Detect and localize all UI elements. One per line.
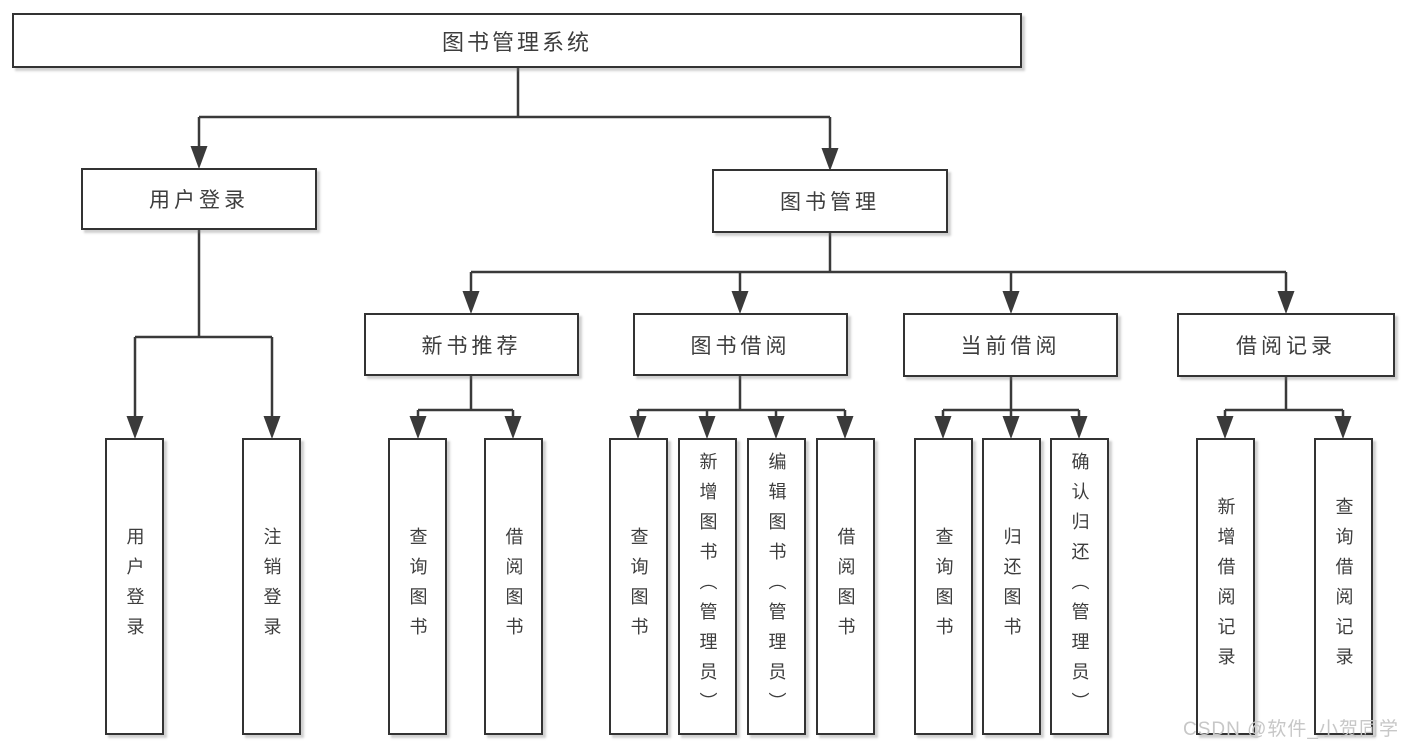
node-label: 借阅记录 [1236, 335, 1336, 358]
node-current-borrowing: 当前借阅 [903, 313, 1118, 377]
node-label: 图书管理系统 [441, 29, 592, 55]
node-borrowing-records: 借阅记录 [1177, 313, 1395, 377]
node-book-borrowing: 图书借阅 [633, 313, 848, 376]
leaf-user-login: 用户登录 [105, 438, 164, 735]
leaf-confirm-return-admin: 确认归还（管理员） [1050, 438, 1109, 735]
leaf-borrow-books: 借阅图书 [816, 438, 875, 735]
leaf-query-borrow-record: 查询借阅记录 [1314, 438, 1373, 735]
leaf-query-books: 查询图书 [914, 438, 973, 735]
node-label: 编辑图书（管理员） [766, 451, 787, 722]
leaf-query-books: 查询图书 [609, 438, 668, 735]
node-label: 查询借阅记录 [1333, 496, 1354, 677]
node-library-management-system: 图书管理系统 [12, 13, 1022, 68]
node-label: 归还图书 [1001, 526, 1022, 647]
node-label: 图书借阅 [690, 334, 791, 358]
node-label: 借阅图书 [835, 526, 856, 647]
node-label: 用户登录 [124, 526, 145, 647]
connector-shafts [133, 68, 1345, 433]
node-label: 查询图书 [407, 526, 428, 647]
node-label: 当前借阅 [960, 335, 1061, 358]
node-label: 查询图书 [628, 526, 649, 647]
node-label: 新增借阅记录 [1215, 496, 1236, 677]
leaf-edit-book-admin: 编辑图书（管理员） [747, 438, 806, 735]
leaf-borrow-books: 借阅图书 [484, 438, 543, 735]
node-label: 确认归还（管理员） [1069, 451, 1090, 722]
leaf-return-books: 归还图书 [982, 438, 1041, 735]
leaf-add-borrow-record: 新增借阅记录 [1196, 438, 1255, 735]
node-label: 用户登录 [149, 189, 249, 212]
node-label: 注销登录 [261, 526, 282, 647]
node-book-management-branch: 图书管理 [712, 169, 948, 233]
node-label: 新书推荐 [421, 334, 522, 358]
node-user-login-branch: 用户登录 [81, 168, 317, 230]
leaf-query-books: 查询图书 [388, 438, 447, 735]
node-label: 图书管理 [780, 191, 880, 214]
node-label: 查询图书 [933, 526, 954, 647]
leaf-logout: 注销登录 [242, 438, 301, 735]
node-new-book-recommend: 新书推荐 [364, 313, 579, 376]
node-label: 借阅图书 [503, 526, 524, 647]
node-label: 新增图书（管理员） [697, 451, 718, 722]
leaf-add-book-admin: 新增图书（管理员） [678, 438, 737, 735]
csdn-watermark: CSDN @软件_小贺同学 [1183, 719, 1399, 740]
